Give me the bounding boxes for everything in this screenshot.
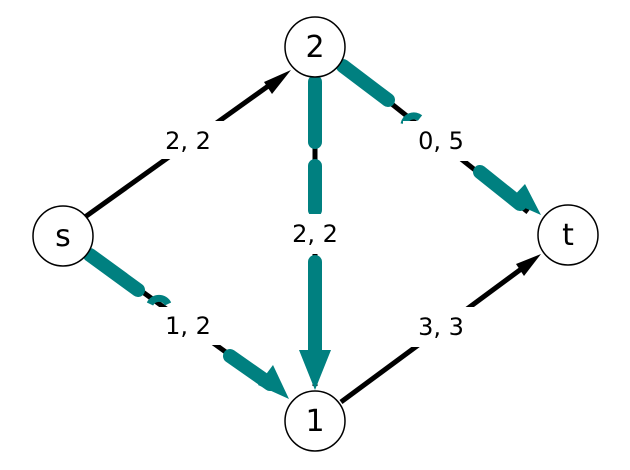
flow-arrowhead-s-1	[258, 365, 289, 399]
edge-label-2-t: 0, 5	[418, 127, 464, 155]
flow-s-1-a	[83, 248, 145, 297]
node-label-1: 1	[305, 404, 324, 439]
node-label-t: t	[562, 218, 574, 253]
flow-arrowhead-2-1	[299, 350, 331, 390]
node-label-2: 2	[305, 30, 324, 65]
node-t: t	[537, 204, 599, 266]
flow-2-t-a	[336, 59, 395, 107]
node-label-s: s	[55, 219, 71, 254]
edge-label-s-2: 2, 2	[165, 127, 211, 155]
node-s: s	[32, 205, 94, 267]
arrowhead-1-t	[516, 254, 541, 276]
arrowhead-s-2	[264, 70, 291, 94]
node-1: 1	[284, 390, 346, 452]
edge-label-1-t: 3, 3	[418, 313, 464, 341]
flow-arrowhead-2-t	[509, 184, 541, 215]
node-2: 2	[284, 16, 346, 78]
edge-label-s-1: 1, 2	[165, 312, 211, 340]
edge-label-2-1: 2, 2	[292, 220, 338, 248]
flow-cap-s-1	[146, 294, 172, 306]
